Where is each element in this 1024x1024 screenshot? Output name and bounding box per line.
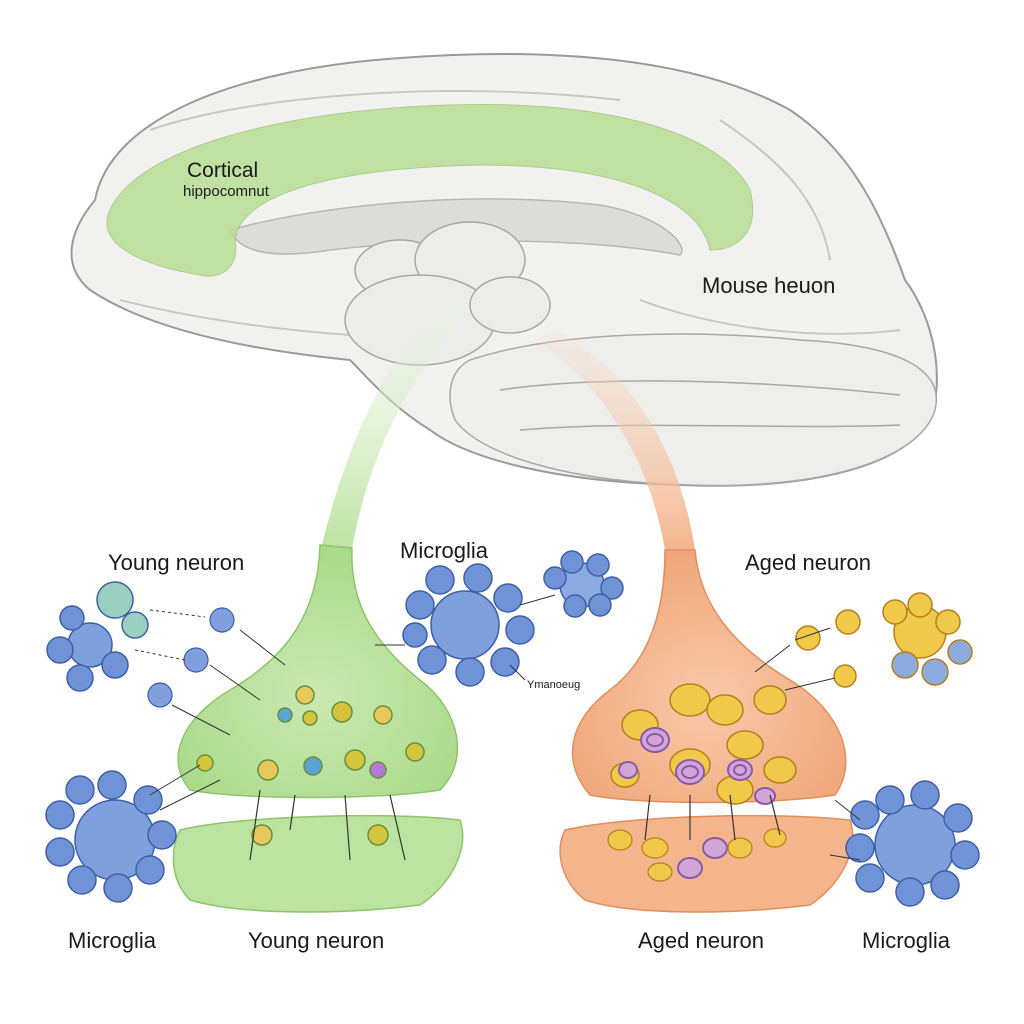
- label-microglia-top: Microglia: [400, 538, 489, 563]
- microglia-bottom-right: [845, 780, 980, 907]
- young-projection: [322, 300, 470, 548]
- mouse-brain: [70, 52, 938, 487]
- midbrain: [344, 221, 551, 366]
- young-neuron: [172, 544, 464, 913]
- label-young-neuron-top: Young neuron: [108, 550, 244, 575]
- microglia-top-right-small: [543, 550, 624, 618]
- label-cortical: Cortical: [187, 159, 258, 182]
- microglia-aged-yellow: [795, 592, 973, 688]
- microglia-top-left: [46, 581, 149, 692]
- microglia-small-dots-left: [147, 607, 235, 708]
- label-hippocampus: hippocomnut: [183, 183, 270, 200]
- young-vesicles: [196, 685, 425, 846]
- young-neuron-soma: [177, 544, 459, 799]
- aged-projection: [535, 330, 695, 550]
- label-young-neuron-bottom: Young neuron: [248, 928, 384, 953]
- label-microglia-bottom-left: Microglia: [68, 928, 157, 953]
- label-microglia-bottom-right: Microglia: [862, 928, 951, 953]
- aged-neuron: [559, 549, 854, 913]
- aged-postsynaptic-aggregates: [607, 828, 787, 882]
- microglia-top-center: [402, 563, 535, 687]
- aged-neuron-postsynaptic: [559, 814, 854, 913]
- aged-mitochondria: [618, 727, 776, 879]
- young-neuron-postsynaptic: [172, 814, 464, 913]
- label-small: Ymanoeug: [527, 679, 580, 691]
- label-aged-neuron-top: Aged neuron: [745, 550, 871, 575]
- microglia-bottom-left: [45, 770, 177, 903]
- hippocampus-region: [106, 104, 754, 277]
- label-aged-neuron-bottom: Aged neuron: [638, 928, 764, 953]
- cerebellum: [449, 333, 938, 487]
- label-mouse-neuron: Mouse heuon: [702, 273, 835, 298]
- connection-lines: [134, 594, 861, 861]
